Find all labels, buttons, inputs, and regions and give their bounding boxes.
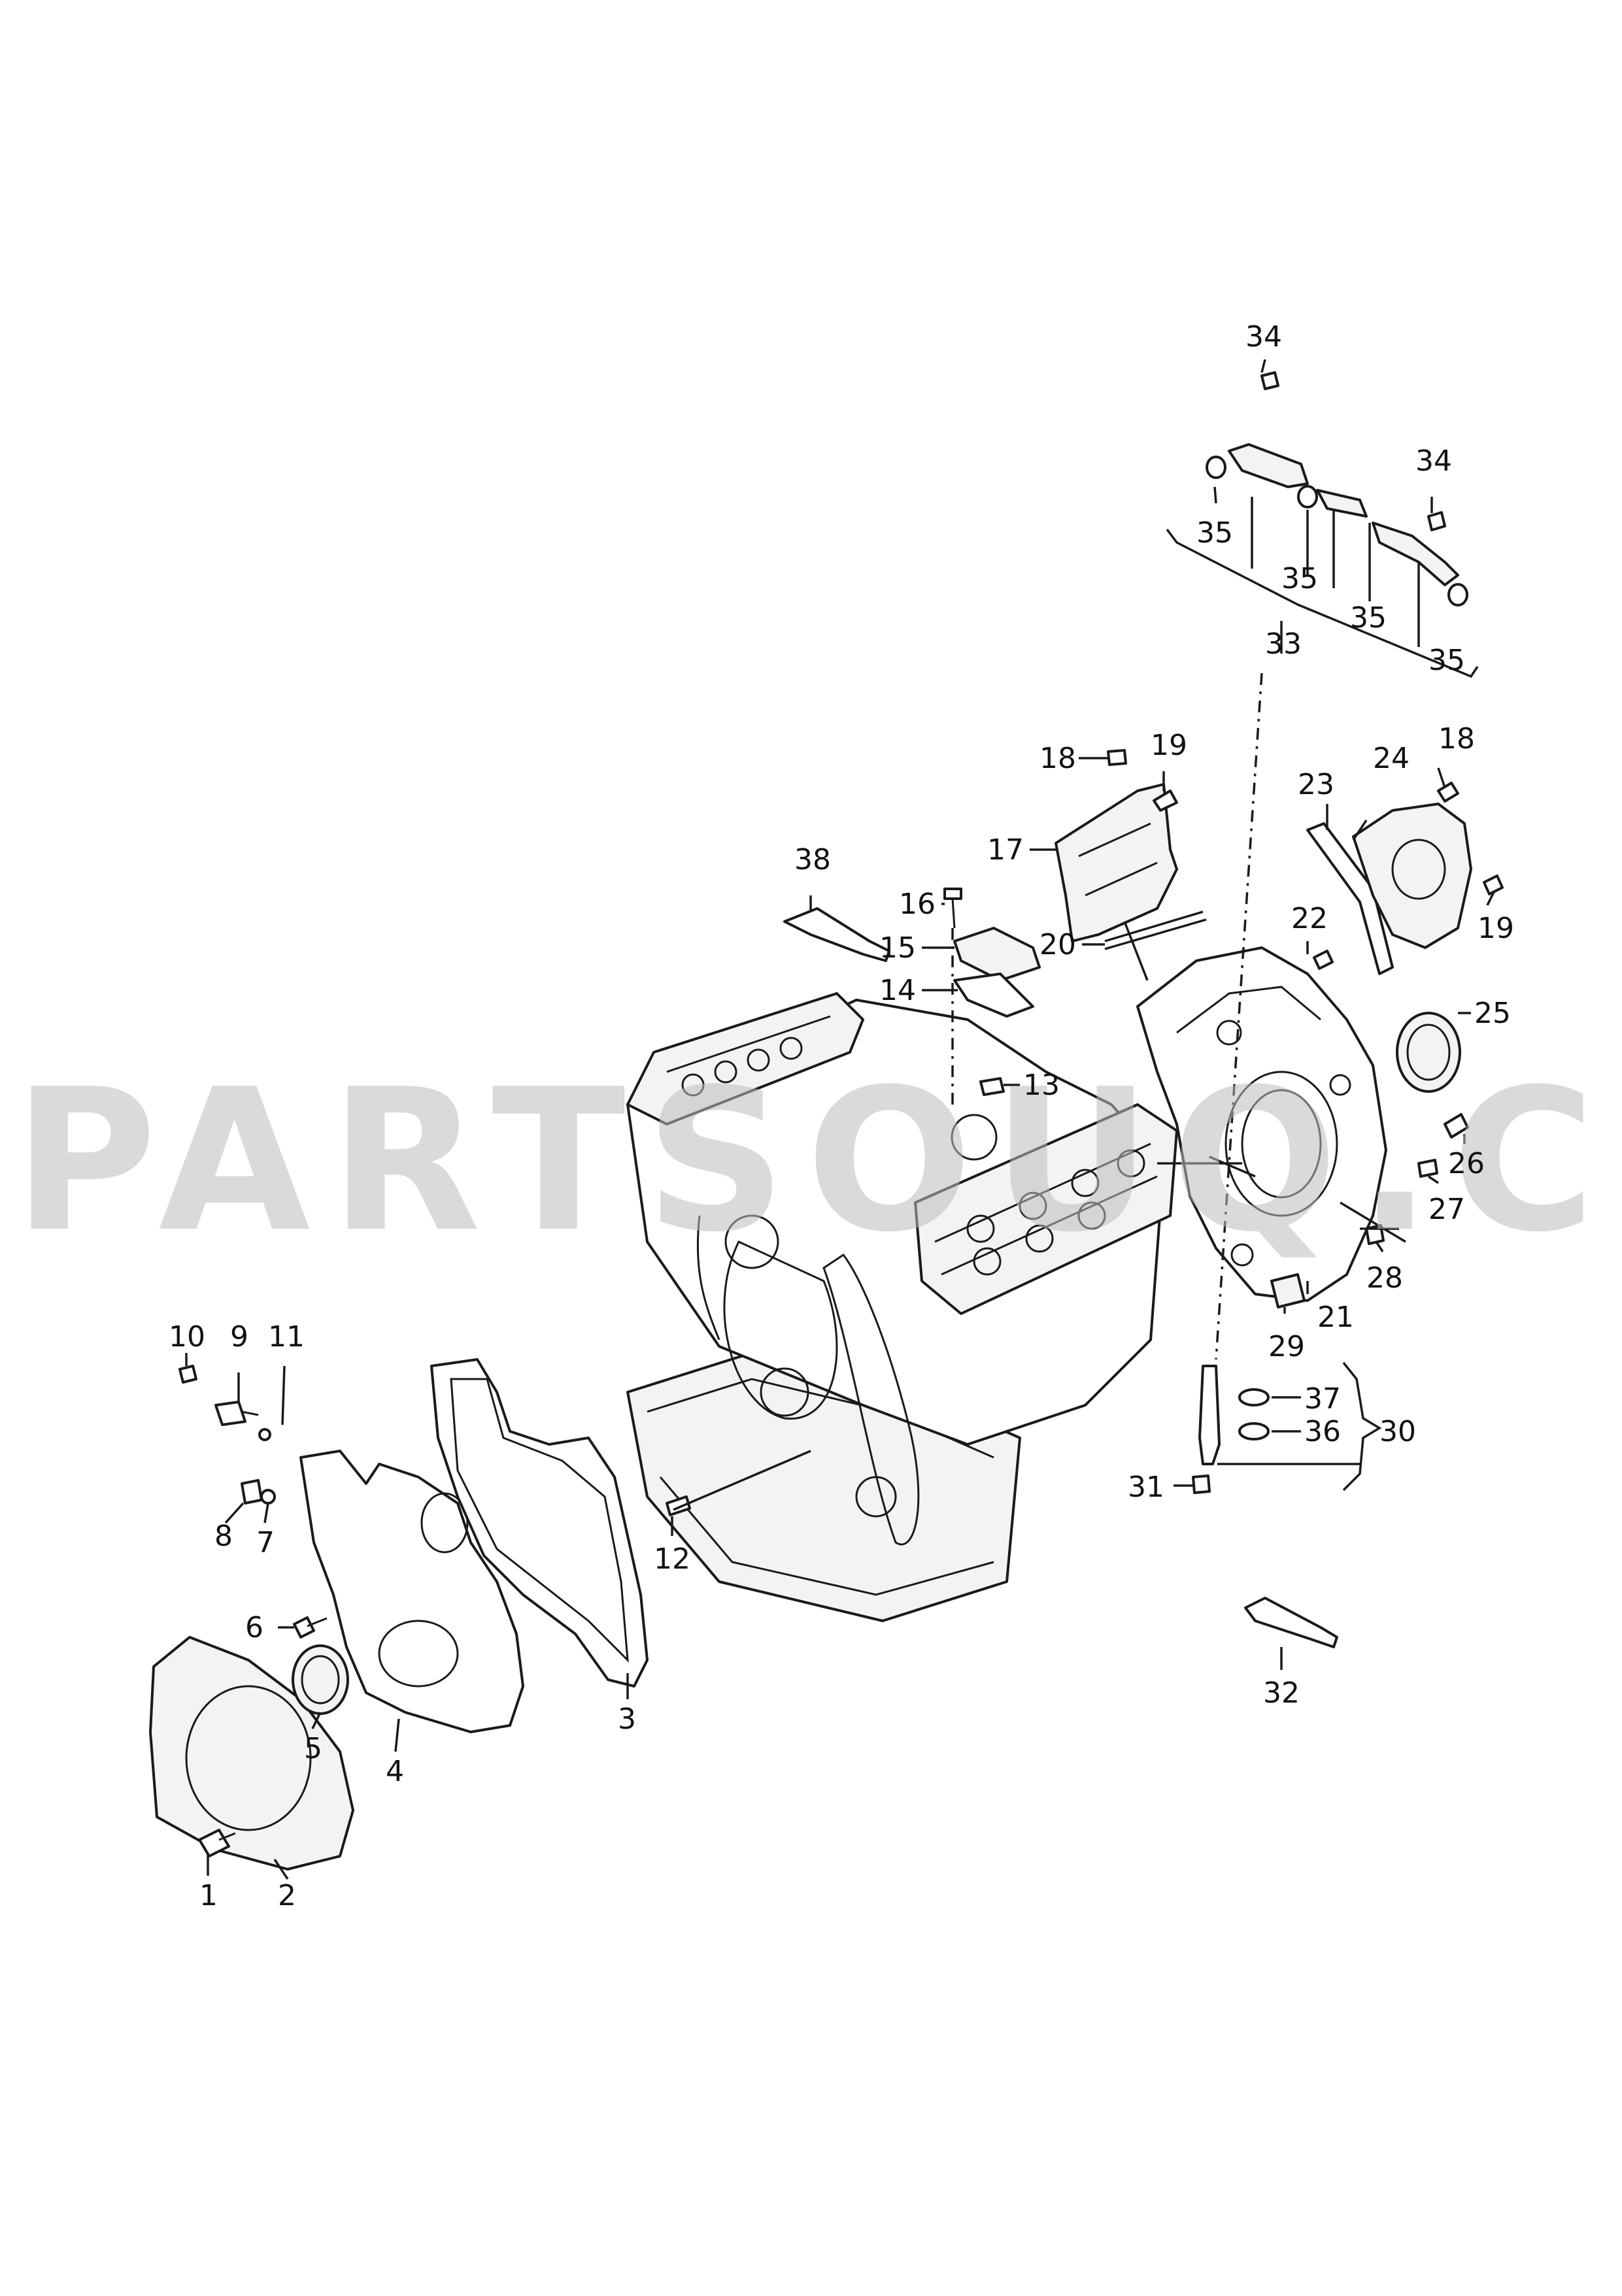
engine-assembly [626,992,1178,1622]
callout-26: 26 [1448,1147,1485,1180]
callout-10: 10 [169,1320,205,1354]
oring-1 [1206,456,1226,479]
upper-middle-parts [783,749,1207,1096]
callout-18b: 18 [1438,722,1475,756]
lower-right-parts [1192,1365,1338,1648]
callout-23: 23 [1298,768,1334,801]
callout-13: 13 [1023,1069,1060,1102]
part-8-sleeve [241,1479,263,1505]
callout-25: 25 [1474,997,1511,1030]
callout-16: 16 [899,888,936,921]
part-12-pin [666,1495,691,1516]
part-30-tube [1198,1365,1221,1465]
callout-8: 8 [214,1520,233,1553]
callout-21: 21 [1317,1301,1354,1334]
callout-35d: 35 [1428,644,1465,677]
part-37-ring [1238,1388,1270,1406]
part-1-bolt [198,1829,230,1857]
part-9-sensor [214,1401,246,1426]
part-26-bolt [1444,1113,1469,1139]
part-2-cover [149,1636,354,1871]
part-14-gasket [953,973,1034,1018]
callout-12: 12 [654,1542,690,1576]
callout-4: 4 [386,1755,404,1788]
callout-5: 5 [304,1732,322,1765]
callout-18a: 18 [1039,742,1076,775]
callout-34a: 34 [1245,320,1282,354]
part-3-gasket [430,1358,649,1688]
callout-14: 14 [879,974,916,1007]
part-28-sleeve [1365,1224,1385,1245]
callout-24: 24 [1373,742,1410,775]
part-17-cover-plate [1055,783,1178,942]
bolt-34-b [1427,511,1446,531]
callout-34b: 34 [1415,444,1452,478]
oring-2 [1297,485,1318,508]
callout-2: 2 [278,1879,296,1912]
callout-27: 27 [1428,1193,1465,1226]
part-7-washer [260,1489,276,1505]
callout-35c: 35 [1350,601,1387,635]
callout-19a: 19 [1151,729,1187,762]
part-6-bolt [293,1616,315,1639]
part-11-oring [258,1428,271,1441]
part-13-pin [979,1077,1005,1096]
callout-28: 28 [1366,1261,1403,1295]
rear-case-assembly [1136,782,1504,1308]
part-18-bolt [1107,749,1127,766]
callout-30: 30 [1379,1415,1416,1448]
part-32-sealant-tube [1244,1597,1338,1648]
left-fasteners [178,1365,691,1857]
part-31-bolt [1192,1474,1211,1494]
pipe-segment-2 [1316,489,1368,518]
bolt-34-a [1260,371,1279,390]
part-24-cover [1352,803,1472,949]
part-19-bolt [1153,790,1178,812]
part-27-pin [1417,1159,1438,1178]
callout-22: 22 [1291,902,1328,935]
callout-32: 32 [1263,1676,1300,1710]
watermark: PARTSOUQ.COM [13,1047,1622,1275]
part-4-timing-case [299,1450,524,1733]
pipe-segment-3 [1372,522,1459,586]
callout-31: 31 [1128,1471,1164,1504]
leader-lines [185,359,1495,1880]
callout-15: 15 [879,931,916,965]
callout-11: 11 [268,1320,305,1354]
callout-17: 17 [987,833,1024,867]
callout-36: 36 [1304,1415,1341,1448]
part-38-sealant-tube [783,907,890,962]
callout-37: 37 [1304,1382,1341,1416]
pipe-segment-1 [1228,443,1309,488]
oil-pipe-assembly [1206,371,1468,607]
part-19-bolt-2 [1483,874,1504,895]
callout-38: 38 [794,843,831,876]
callout-33: 33 [1265,627,1302,661]
part-23-gasket [1306,822,1394,975]
callout-19b: 19 [1478,912,1514,945]
part-15-bracket [953,927,1041,982]
part-18-bolt-2 [1437,782,1459,803]
callout-20: 20 [1039,928,1076,961]
callout-35a: 35 [1196,516,1233,550]
part-36-ring [1238,1422,1270,1440]
callout-6: 6 [245,1611,263,1644]
callout-29: 29 [1268,1330,1305,1363]
callout-3: 3 [618,1703,636,1736]
callout-35b: 35 [1281,562,1318,595]
part-22-bolt [1313,950,1334,970]
callout-labels: 1 2 3 4 5 6 7 8 9 10 11 12 13 14 15 16 1… [169,320,1514,1912]
oring-3 [1447,583,1468,607]
part-21-rear-case [1136,946,1387,1302]
callout-7: 7 [256,1526,275,1559]
part-10-bolt [178,1365,197,1384]
callout-9: 9 [230,1320,248,1354]
part-29-bracket [1270,1273,1306,1308]
timing-case-cover-assembly [149,1358,649,1871]
callout-1: 1 [199,1879,218,1912]
